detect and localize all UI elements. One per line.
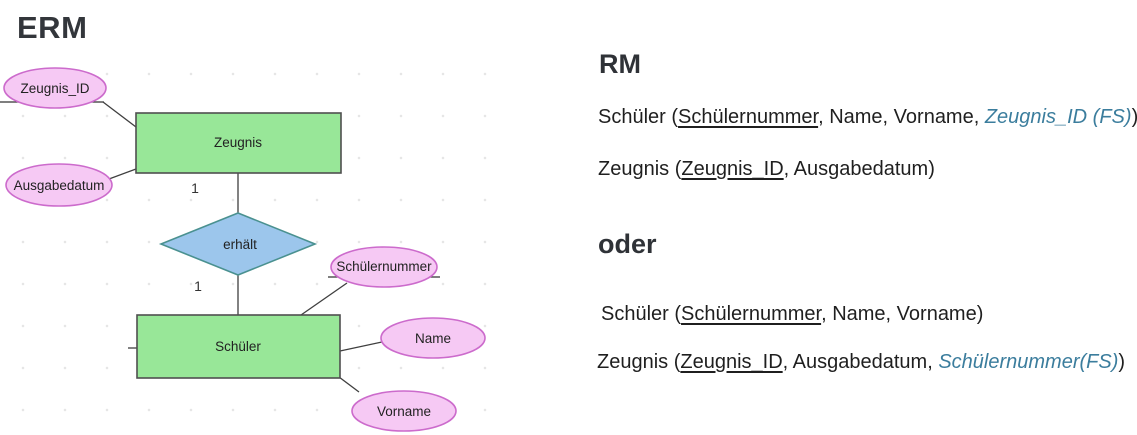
attribute-ausgabedatum-label: Ausgabedatum xyxy=(14,178,105,193)
schema-text: Zeugnis ( xyxy=(597,351,681,373)
entity-zeugnis xyxy=(135,112,342,174)
attribute-name-label: Name xyxy=(415,331,451,346)
primary-key: Schülernummer xyxy=(678,106,819,128)
relationship-erhaelt xyxy=(158,212,318,276)
cardinality-top: 1 xyxy=(191,180,199,196)
rm-schema-zeugnis-v2: Zeugnis (Zeugnis_ID, Ausgabedatum, Schül… xyxy=(597,351,1125,374)
schema-text: Zeugnis ( xyxy=(598,158,682,180)
schema-text: Schüler ( xyxy=(601,303,682,325)
cardinality-bottom: 1 xyxy=(194,278,202,294)
attribute-vorname xyxy=(351,390,457,432)
attribute-zeugnis-id-label: Zeugnis_ID xyxy=(20,81,89,96)
connector-schueler-name xyxy=(339,341,383,352)
schema-text: ) xyxy=(1132,106,1137,128)
foreign-key: Schülernummer(FS) xyxy=(938,351,1119,373)
er-diagram: Zeugnis_ID Ausgabedatum Schülernummer Na… xyxy=(0,67,486,432)
entity-schueler xyxy=(136,314,341,379)
connector-schuelernummer-schueler xyxy=(300,282,348,316)
connector-zeugnisid-zeugnis xyxy=(102,101,137,128)
erm-heading: ERM xyxy=(17,10,88,45)
schema-text: Schüler ( xyxy=(598,106,679,128)
entity-schueler-label: Schüler xyxy=(215,339,261,354)
attribute-schuelernummer xyxy=(330,246,438,288)
attribute-schuelernummer-label: Schülernummer xyxy=(336,259,432,274)
rm-schema-schueler-v1: Schüler (Schülernummer, Name, Vorname, Z… xyxy=(598,106,1137,129)
attribute-zeugnis-id xyxy=(3,67,107,109)
primary-key: Zeugnis_ID xyxy=(680,351,783,373)
entity-zeugnis-label: Zeugnis xyxy=(214,135,262,150)
primary-key: Zeugnis_ID xyxy=(681,158,784,180)
rm-schema-zeugnis-v1: Zeugnis (Zeugnis_ID, Ausgabedatum) xyxy=(598,158,935,181)
relationship-erhaelt-label: erhält xyxy=(223,237,257,252)
connector-schueler-vorname xyxy=(338,376,360,393)
attribute-name xyxy=(380,317,486,359)
foreign-key: Zeugnis_ID (FS) xyxy=(984,106,1132,128)
rm-heading: RM xyxy=(599,49,641,79)
attribute-ausgabedatum xyxy=(5,163,113,207)
connector-ausgabedatum-zeugnis xyxy=(108,168,137,180)
schema-text: ) xyxy=(1118,351,1126,373)
schema-text: , Ausgabedatum, xyxy=(782,351,939,373)
schema-text: , Name, Vorname) xyxy=(821,303,984,325)
attribute-vorname-label: Vorname xyxy=(377,404,431,419)
oder-heading: oder xyxy=(598,229,657,259)
schema-text: , Ausgabedatum) xyxy=(783,158,935,180)
primary-key: Schülernummer xyxy=(681,303,822,325)
rm-schema-schueler-v2: Schüler (Schülernummer, Name, Vorname) xyxy=(601,303,983,326)
schema-text: , Name, Vorname, xyxy=(818,106,985,128)
